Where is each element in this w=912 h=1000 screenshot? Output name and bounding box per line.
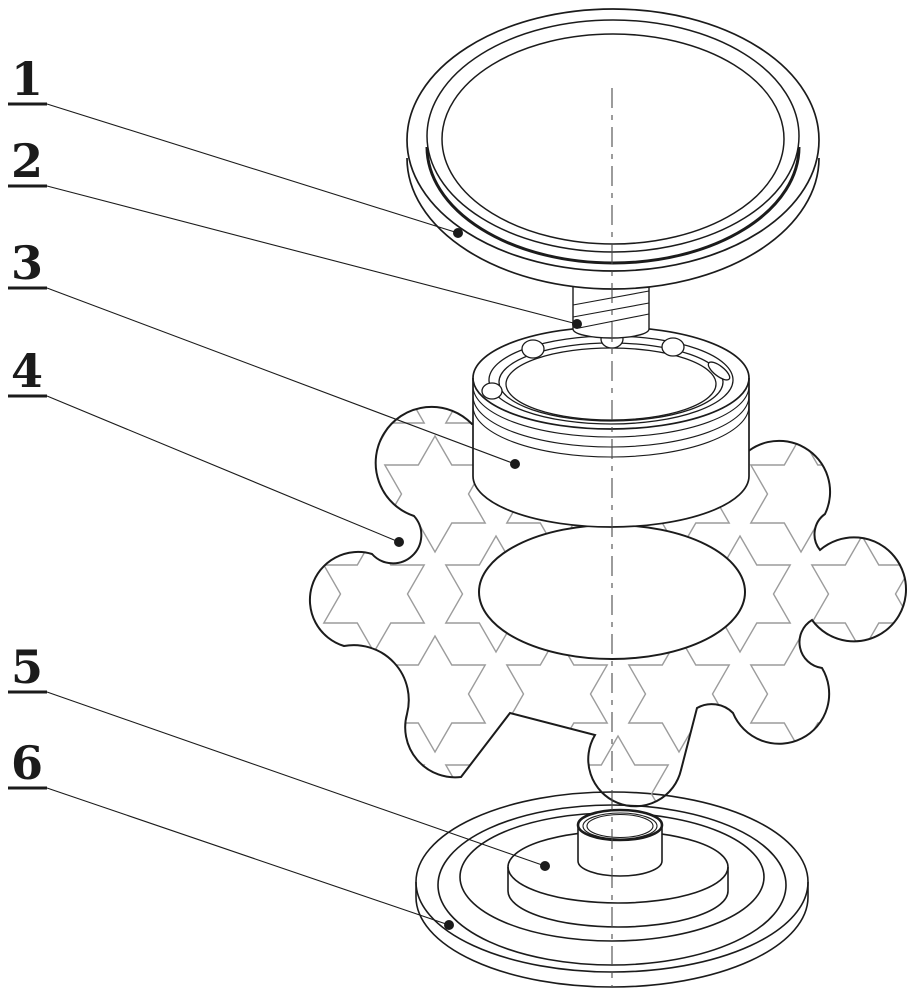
threaded-connector-part: [572, 283, 650, 339]
leader-dot: [444, 920, 454, 930]
hexagram-star: [202, 536, 302, 652]
hexagram-star: [688, 734, 792, 807]
leader-dot: [510, 459, 520, 469]
leader-line: [46, 691, 546, 867]
lid-outer-ellipse: [406, 8, 820, 272]
leader-labels: 1 2 3 4 5 6: [8, 52, 582, 930]
base-outer-wall-arc: [415, 896, 809, 988]
leader-line: [46, 287, 516, 465]
leader-dot: [540, 861, 550, 871]
lid-side-wall-arc: [406, 157, 820, 290]
part-number-label: 1: [11, 52, 43, 106]
leader-dot: [572, 319, 582, 329]
lid-bold-lower-arc: [425, 146, 801, 265]
hexagram-star: [810, 734, 907, 807]
hexagram-star: [383, 634, 487, 754]
leader-dot: [453, 228, 463, 238]
hexagram-star: [444, 734, 548, 807]
ring-cylinder-part: [472, 326, 750, 528]
leader-line: [46, 787, 450, 926]
hexagram-star: [322, 534, 426, 654]
hexagram-star: [141, 436, 241, 552]
hexagram-star: [309, 434, 365, 554]
hexagram-star: [871, 634, 907, 754]
base-center-tube: [576, 808, 664, 877]
hexagram-star: [80, 736, 180, 852]
lid-part: [406, 8, 820, 290]
lid-inner-ring-1: [426, 19, 800, 253]
hexagram-star: [80, 336, 180, 452]
leader-dot: [394, 537, 404, 547]
part-number-label: 2: [11, 134, 43, 188]
flower-plate-part: [19, 336, 908, 852]
hexagram-star: [202, 736, 302, 852]
hexagram-star: [309, 634, 365, 754]
hexagram-star: [383, 434, 487, 554]
hexagram-star: [322, 402, 426, 454]
thread-lines: [572, 290, 650, 329]
part-number-label: 5: [11, 640, 43, 694]
hexagram-star: [141, 636, 241, 752]
hexagram-star: [627, 634, 731, 754]
hexagram-star: [749, 434, 853, 554]
base-platform: [507, 830, 729, 928]
hexagram-star: [202, 336, 302, 452]
hexagram-star: [19, 436, 119, 552]
star-pattern: [19, 336, 907, 852]
flower-plate-outline: [308, 400, 908, 808]
part-number-label: 6: [11, 736, 43, 790]
hexagram-star: [80, 536, 180, 652]
lid-inner-ring-2: [441, 33, 785, 245]
leader-line: [46, 185, 578, 325]
leader-line: [46, 103, 459, 234]
hexagram-star: [871, 434, 907, 554]
hexagram-star: [810, 402, 907, 454]
part-number-label: 3: [11, 236, 43, 290]
leader-line: [46, 395, 400, 543]
part-number-label: 4: [11, 344, 43, 398]
